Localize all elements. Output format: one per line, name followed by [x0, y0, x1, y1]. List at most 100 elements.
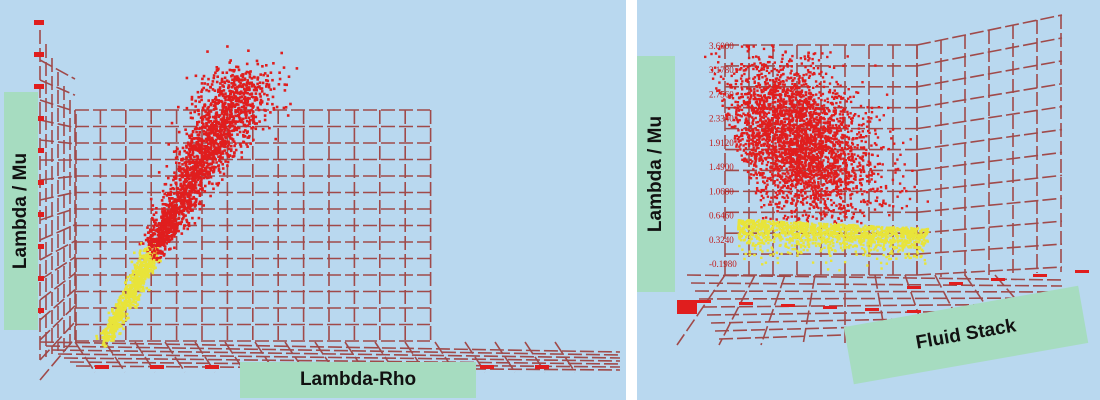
left-point [120, 313, 123, 316]
right-point [749, 177, 753, 180]
right-point [792, 95, 795, 99]
right-point [796, 183, 799, 186]
right-point [771, 152, 774, 155]
right-point [736, 149, 739, 152]
left-point [184, 190, 188, 193]
left-point [214, 95, 218, 99]
right-point [835, 131, 838, 134]
right-point [747, 134, 751, 137]
left-point [128, 300, 132, 303]
right-point [777, 190, 780, 193]
left-point [194, 180, 198, 184]
right-point [741, 134, 744, 138]
right-point [760, 67, 764, 70]
right-point [839, 165, 842, 168]
left-point [208, 112, 211, 116]
right-point [818, 128, 821, 131]
right-point [767, 95, 770, 99]
right-point [762, 63, 765, 66]
left-point [142, 263, 146, 267]
left-point [101, 343, 105, 347]
left-point [111, 334, 114, 337]
right-point [809, 103, 812, 107]
left-point [228, 123, 232, 127]
right-point [770, 117, 774, 120]
left-point [149, 248, 152, 251]
right-point [856, 91, 860, 94]
left-point [174, 231, 177, 235]
right-point [772, 49, 775, 52]
left-point [180, 220, 183, 224]
right-point [756, 89, 759, 92]
left-point [240, 95, 244, 98]
left-point [160, 216, 163, 220]
left-point [133, 251, 136, 255]
right-corner-marker [677, 300, 697, 314]
left-x-tick [95, 365, 109, 369]
right-point [860, 170, 863, 174]
left-point [216, 113, 219, 117]
left-point [174, 209, 177, 212]
right-point [768, 71, 771, 75]
left-point [194, 182, 197, 186]
right-point [823, 170, 826, 173]
left-point [150, 230, 153, 233]
right-point [741, 95, 744, 99]
left-point [213, 148, 216, 151]
left-point [120, 308, 123, 312]
left-point [209, 162, 213, 165]
left-point [210, 129, 213, 133]
right-point [788, 126, 791, 129]
right-point [755, 67, 759, 71]
right-point [783, 125, 786, 128]
right-point [855, 185, 858, 188]
right-floor-h [694, 290, 1063, 293]
right-point [791, 79, 794, 82]
left-point [245, 84, 248, 87]
left-point [193, 222, 197, 225]
left-point [202, 86, 205, 90]
right-point [778, 175, 782, 179]
left-point [202, 74, 206, 78]
right-point [830, 126, 833, 130]
left-point [166, 227, 170, 231]
left-point [139, 261, 143, 265]
right-point [807, 155, 810, 158]
right-point [815, 112, 818, 116]
left-point [161, 252, 164, 255]
left-point [252, 88, 256, 92]
left-point [190, 98, 194, 101]
left-point [182, 167, 185, 170]
left-point [138, 251, 142, 255]
left-point [164, 226, 168, 229]
right-point [836, 161, 839, 164]
left-point [117, 325, 121, 329]
right-point [799, 175, 802, 178]
right-point [812, 176, 815, 179]
left-point [251, 126, 255, 129]
right-point [862, 151, 865, 155]
left-point [140, 270, 144, 273]
right-point [760, 194, 764, 198]
right-point [746, 66, 749, 69]
right-point [888, 204, 891, 207]
right-point [799, 106, 802, 109]
left-point [177, 206, 180, 210]
right-point [913, 185, 916, 189]
left-point [167, 176, 170, 180]
right-point [793, 170, 797, 174]
left-point [241, 83, 245, 87]
left-point [125, 294, 128, 298]
left-point [144, 255, 147, 259]
right-point [773, 135, 776, 139]
right-point [761, 120, 765, 123]
right-floor-v [802, 274, 816, 346]
left-point [151, 271, 155, 275]
right-point [770, 69, 773, 73]
right-point [862, 198, 865, 202]
right-point [793, 151, 796, 154]
right-point [802, 119, 806, 123]
right-point [813, 144, 816, 148]
right-point [735, 108, 738, 112]
right-point [771, 92, 774, 95]
